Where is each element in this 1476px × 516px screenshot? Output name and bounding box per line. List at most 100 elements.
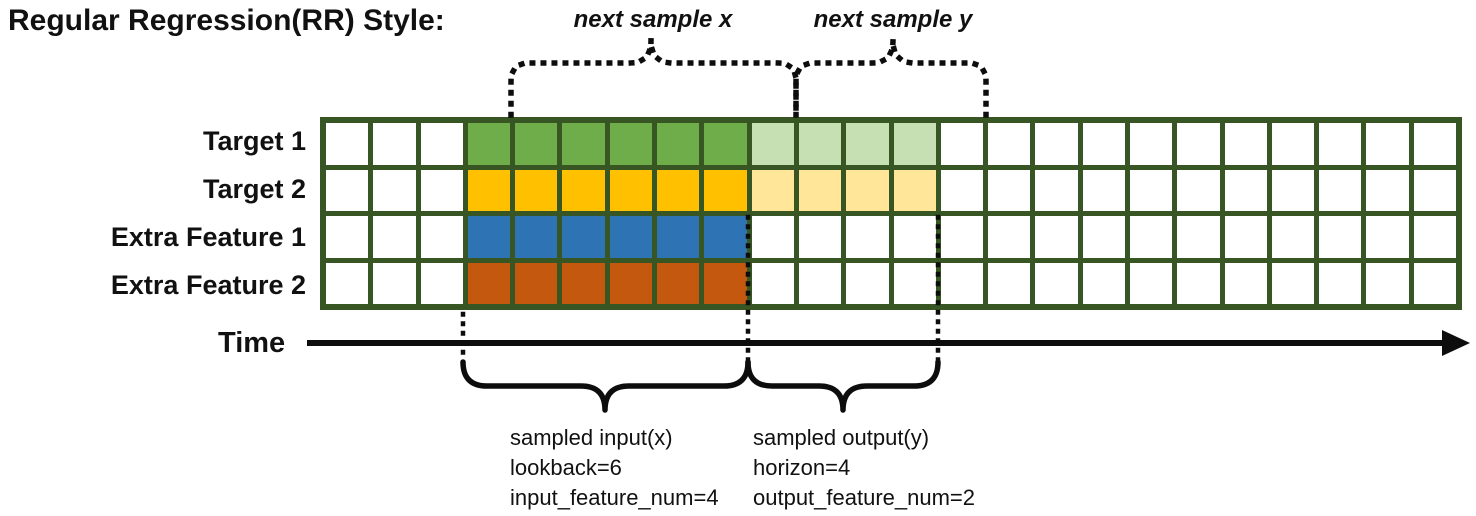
lookback-value: lookback=6 xyxy=(510,455,622,480)
grid-cell xyxy=(798,216,842,258)
grid-cell xyxy=(1366,169,1409,211)
grid-cell xyxy=(1413,169,1456,211)
row-label-target-2: Target 2 xyxy=(202,173,306,204)
grid-cell xyxy=(704,169,747,211)
grid-cell xyxy=(420,216,463,258)
grid-cell xyxy=(988,262,1031,304)
grid-cell xyxy=(1177,169,1220,211)
grid-cell xyxy=(988,123,1031,165)
grid-cell xyxy=(326,216,369,258)
grid-cell xyxy=(1271,169,1315,211)
grid-cell xyxy=(1413,262,1456,304)
grid-cell xyxy=(1129,169,1173,211)
grid-cell xyxy=(1366,262,1409,304)
grid-cell xyxy=(467,123,511,165)
grid-cell xyxy=(515,216,558,258)
grid-cell xyxy=(798,262,842,304)
grid-cell xyxy=(373,262,416,304)
diagram-title: Regular Regression(RR) Style: xyxy=(8,4,445,37)
grid-cell xyxy=(609,169,653,211)
grid-cell xyxy=(420,262,463,304)
horizon-value: horizon=4 xyxy=(753,455,851,480)
grid-cell xyxy=(1319,169,1362,211)
grid-cell xyxy=(467,216,511,258)
grid-cell xyxy=(1035,123,1078,165)
next-sample-x-label: next sample x xyxy=(573,6,733,33)
sampled-output-brace xyxy=(745,359,941,413)
sampled-input-brace xyxy=(460,359,751,413)
grid-cell xyxy=(1129,123,1173,165)
grid-cell xyxy=(846,169,889,211)
grid-cell xyxy=(609,123,653,165)
grid-cell xyxy=(704,123,747,165)
grid-cell xyxy=(1129,262,1173,304)
row-label-extra-feature-1: Extra Feature 1 xyxy=(110,222,306,253)
grid-cell xyxy=(751,262,794,304)
grid-cell xyxy=(1224,169,1267,211)
grid-cell xyxy=(1413,123,1456,165)
grid-cell xyxy=(940,216,984,258)
grid-cell xyxy=(515,123,558,165)
grid-cell xyxy=(893,262,936,304)
sampled-output-annotation: sampled output(y) horizon=4 output_featu… xyxy=(753,423,975,513)
grid-cell xyxy=(893,123,936,165)
grid-cell xyxy=(373,216,416,258)
grid-cell xyxy=(373,123,416,165)
grid-cell xyxy=(846,262,889,304)
grid-cell xyxy=(988,169,1031,211)
grid-cell xyxy=(1319,262,1362,304)
grid-cell xyxy=(609,216,653,258)
row-label-target-1: Target 1 xyxy=(202,125,306,156)
next-sample-y-brace xyxy=(793,39,989,118)
grid-cell xyxy=(515,262,558,304)
grid-cell xyxy=(1177,216,1220,258)
grid-cell xyxy=(1271,123,1315,165)
grid-cell xyxy=(798,169,842,211)
grid-cell xyxy=(1082,123,1125,165)
grid-cell xyxy=(1413,216,1456,258)
sampled-input-title: sampled input(x) xyxy=(510,425,673,450)
sampled-input-annotation: sampled input(x) lookback=6 input_featur… xyxy=(510,423,719,513)
grid-cell xyxy=(846,123,889,165)
grid-cell xyxy=(1319,123,1362,165)
grid-cell xyxy=(940,262,984,304)
grid-cell xyxy=(1082,262,1125,304)
grid-cell xyxy=(704,262,747,304)
output-feature-num-value: output_feature_num=2 xyxy=(753,485,976,510)
grid-cell xyxy=(562,262,605,304)
grid-cell xyxy=(988,216,1031,258)
grid-cell xyxy=(1319,216,1362,258)
grid-cell xyxy=(562,216,605,258)
grid-cell xyxy=(1035,262,1078,304)
time-grid xyxy=(320,117,1462,310)
next-sample-x-brace xyxy=(508,39,799,118)
grid-cell xyxy=(657,169,700,211)
grid-cell xyxy=(1271,216,1315,258)
grid-cell xyxy=(1082,216,1125,258)
grid-cell xyxy=(751,216,794,258)
grid-cell xyxy=(751,169,794,211)
grid-cell xyxy=(1366,123,1409,165)
grid-cell xyxy=(1035,169,1078,211)
grid-cell xyxy=(609,262,653,304)
grid-cell xyxy=(798,123,842,165)
grid-cell xyxy=(893,216,936,258)
grid-cell xyxy=(1082,169,1125,211)
grid-cell xyxy=(1366,216,1409,258)
sampled-output-title: sampled output(y) xyxy=(753,425,930,450)
row-labels: Target 1 Target 2 Extra Feature 1 Extra … xyxy=(0,117,312,310)
time-axis-label: Time xyxy=(218,327,286,359)
grid-cell xyxy=(1177,123,1220,165)
grid-cell xyxy=(940,169,984,211)
row-label-extra-feature-2: Extra Feature 2 xyxy=(110,270,306,301)
grid-cell xyxy=(1224,216,1267,258)
grid-cell xyxy=(326,123,369,165)
grid-cell xyxy=(562,123,605,165)
grid-cell xyxy=(467,169,511,211)
grid-cell xyxy=(1224,123,1267,165)
grid-cell xyxy=(326,169,369,211)
grid-cell xyxy=(940,123,984,165)
grid-cell xyxy=(420,169,463,211)
grid-cell xyxy=(1224,262,1267,304)
